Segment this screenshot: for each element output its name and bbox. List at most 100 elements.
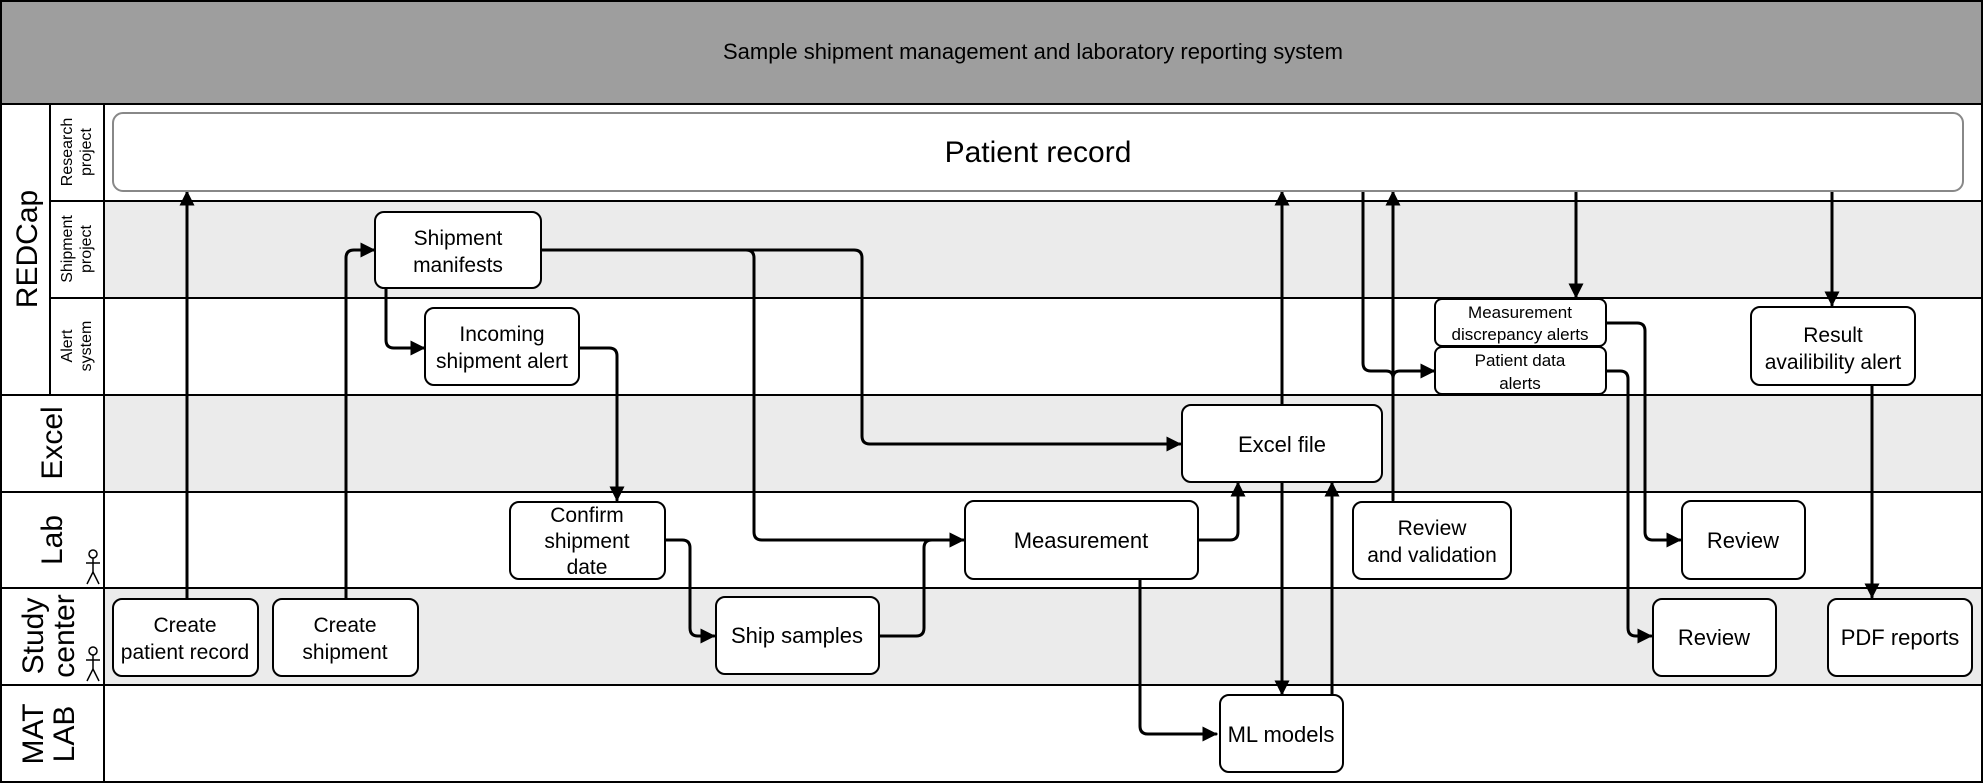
lane-label-study-line1: Study	[17, 598, 50, 675]
lane-label-research: Research project	[59, 118, 95, 186]
actor-icon	[86, 549, 100, 585]
node-confirm-shipment-date-line1: Confirm	[550, 504, 624, 527]
node-confirm-shipment-date-box	[509, 501, 666, 580]
node-measurement-box	[964, 500, 1199, 580]
node-incoming-shipment-alert-box	[424, 307, 580, 386]
node-review-study-label: Review	[1678, 625, 1750, 650]
node-excel-file-box	[1181, 404, 1383, 483]
flow-create-shipment-to-manifests	[344, 242, 376, 601]
lane-label-study: Study center	[17, 594, 81, 677]
node-shipment-manifests-line1: Shipment	[414, 227, 503, 250]
node-shipment-manifests-line2: manifests	[413, 254, 503, 277]
node-create-shipment[interactable]: Create shipment	[272, 598, 419, 677]
node-patient-data-alerts[interactable]: Patient data alerts	[1434, 346, 1607, 395]
node-confirm-shipment-date[interactable]: Confirm shipment date	[509, 501, 666, 580]
node-excel-file-label: Excel file	[1238, 432, 1326, 457]
header-bar	[0, 0, 1983, 105]
node-result-availibility-alert[interactable]: Result availibility alert	[1750, 306, 1916, 386]
lane-grid	[0, 103, 1983, 783]
flow-confirm-to-ship-samples	[663, 538, 716, 644]
node-review-study-box	[1652, 598, 1777, 677]
node-result-availibility-alert-box	[1750, 306, 1916, 386]
node-patient-data-alerts-line2: alerts	[1499, 374, 1541, 393]
flow-patient-data-alerts-to-review	[1604, 369, 1653, 644]
lane-label-study-line2: center	[48, 594, 81, 677]
node-create-shipment-line2: shipment	[302, 641, 387, 664]
lane-label-shipment-line1: Shipment	[59, 215, 76, 283]
lane-bg-matlab	[104, 685, 1982, 782]
node-ship-samples-box	[715, 596, 880, 675]
lane-label-shipment: Shipment project	[59, 215, 95, 283]
flow-manifests-to-incoming-alert	[384, 285, 426, 356]
node-review-study[interactable]: Review	[1652, 598, 1777, 677]
node-measurement-discrepancy-alerts-line1: Measurement	[1468, 303, 1572, 322]
node-review-and-validation-box	[1352, 501, 1512, 580]
node-pdf-reports-box	[1827, 598, 1973, 677]
flow-arrows	[179, 189, 1880, 742]
lane-label-matlab-line2: LAB	[48, 706, 81, 763]
node-incoming-shipment-alert[interactable]: Incoming shipment alert	[424, 307, 580, 386]
node-pdf-reports-label: PDF reports	[1841, 625, 1960, 650]
node-measurement-discrepancy-alerts[interactable]: Measurement discrepancy alerts	[1434, 298, 1607, 347]
node-review-and-validation-line2: and validation	[1367, 544, 1497, 567]
lane-label-lab: Lab	[36, 515, 69, 565]
lane-label-matlab-line1: MAT	[17, 703, 50, 764]
node-incoming-shipment-alert-line1: Incoming	[459, 323, 544, 346]
node-measurement-label: Measurement	[1014, 528, 1149, 553]
actor-icon	[86, 646, 100, 682]
node-measurement-discrepancy-alerts-line2: discrepancy alerts	[1451, 325, 1588, 344]
node-review-lab-label: Review	[1707, 528, 1779, 553]
flow-manifests-to-excel	[539, 248, 1182, 452]
flow-measurement-to-excel	[1196, 481, 1246, 542]
lane-label-excel: Excel	[36, 406, 69, 479]
lane-label-alert-line1: Alert	[59, 329, 76, 362]
node-review-lab[interactable]: Review	[1681, 500, 1806, 580]
node-ship-samples-label: Ship samples	[731, 623, 863, 648]
node-create-shipment-line1: Create	[313, 614, 376, 637]
lane-label-alert-line2: system	[78, 321, 95, 372]
flow-discrepancy-alerts-to-review	[1604, 321, 1682, 548]
node-shipment-manifests[interactable]: Shipment manifests	[374, 211, 542, 289]
node-patient-data-alerts-box	[1434, 346, 1607, 395]
node-shipment-manifests-box	[374, 211, 542, 289]
node-ml-models-label: ML models	[1228, 722, 1335, 747]
node-result-availibility-alert-line2: availibility alert	[1765, 351, 1902, 374]
node-create-patient-record-box	[112, 598, 259, 677]
lane-labels: REDCap Research project Shipment project…	[11, 118, 100, 765]
node-review-and-validation[interactable]: Review and validation	[1352, 501, 1512, 580]
lane-label-shipment-line2: project	[78, 224, 95, 273]
node-ml-models[interactable]: ML models	[1219, 694, 1344, 773]
node-excel-file[interactable]: Excel file	[1181, 404, 1383, 483]
node-incoming-shipment-alert-line2: shipment alert	[436, 350, 568, 373]
node-create-shipment-box	[272, 598, 419, 677]
node-create-patient-record[interactable]: Create patient record	[112, 598, 259, 677]
lane-group-label-redcap: REDCap	[11, 190, 44, 308]
lane-label-research-line2: project	[78, 127, 95, 176]
node-patient-record-box	[112, 112, 1964, 192]
lane-label-research-line1: Research	[59, 118, 76, 186]
node-review-lab-box	[1681, 500, 1806, 580]
flow-patient-record-to-patient-data-alerts	[1361, 189, 1436, 380]
node-confirm-shipment-date-line2: shipment	[544, 530, 629, 553]
flow-manifests-to-measurement	[744, 248, 965, 548]
nodes: Patient record Shipment manifests Incomi…	[112, 112, 1973, 773]
node-review-and-validation-line1: Review	[1398, 517, 1468, 540]
node-patient-record[interactable]: Patient record	[112, 112, 1964, 192]
node-ml-models-box	[1219, 694, 1344, 773]
node-ship-samples[interactable]: Ship samples	[715, 596, 880, 675]
node-create-patient-record-line2: patient record	[121, 641, 249, 664]
node-measurement[interactable]: Measurement	[964, 500, 1199, 580]
node-confirm-shipment-date-line3: date	[567, 556, 608, 579]
lane-label-alert: Alert system	[59, 321, 95, 372]
flow-incoming-alert-to-confirm	[577, 346, 625, 502]
node-patient-record-label: Patient record	[945, 136, 1132, 169]
node-result-availibility-alert-line1: Result	[1803, 324, 1863, 347]
node-create-patient-record-line1: Create	[153, 614, 216, 637]
node-patient-data-alerts-line1: Patient data	[1475, 351, 1566, 370]
lane-label-matlab: MAT LAB	[17, 703, 81, 764]
header-title: Sample shipment management and laborator…	[723, 39, 1343, 64]
flow-measurement-to-ml-models	[1138, 578, 1218, 742]
node-pdf-reports[interactable]: PDF reports	[1827, 598, 1973, 677]
